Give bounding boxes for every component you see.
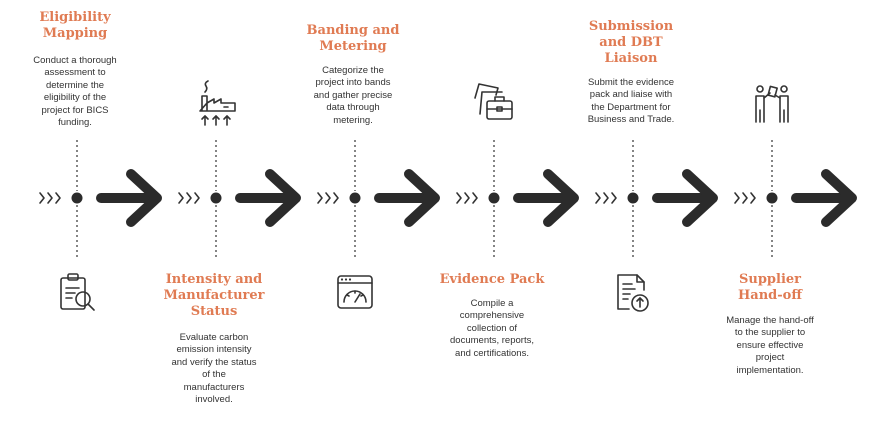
chevrons-icon: [186, 192, 192, 204]
step-2-description: Evaluate carbon emission intensity and v…: [171, 332, 257, 406]
chevrons-icon: [325, 192, 331, 204]
flow-arrow-head-icon: [126, 169, 162, 227]
step-2-title: Intensity and Manufacturer Status: [163, 272, 265, 319]
document-upload-icon: [617, 274, 649, 312]
step-6-description: Manage the hand-off to the supplier to e…: [726, 315, 814, 376]
step-4-description: Compile a comprehensive collection of do…: [450, 298, 534, 359]
chevrons-icon: [317, 192, 323, 204]
chevrons-icon: [595, 192, 601, 204]
node-dot: [210, 192, 222, 204]
step-3-description: Categorize the project into bands and ga…: [313, 65, 393, 126]
node-dot: [349, 192, 361, 204]
clipboard-search-icon: [60, 273, 95, 311]
step-6-title: Supplier Hand-off: [738, 272, 802, 303]
step-1-title: Eligibility Mapping: [39, 10, 111, 41]
meter-gauge-icon: [337, 275, 373, 309]
process-step-5: [595, 140, 718, 312]
step-4-title: Evidence Pack: [439, 272, 545, 287]
process-step-3: [317, 140, 440, 309]
chevrons-icon: [456, 192, 462, 204]
process-step-1: [39, 140, 162, 311]
process-step-2: [178, 80, 301, 258]
chevrons-icon: [611, 192, 617, 204]
flow-arrow-head-icon: [821, 169, 857, 227]
factory-emissions-icon: [199, 80, 236, 126]
chevrons-icon: [333, 192, 339, 204]
chevrons-icon: [742, 192, 748, 204]
chevrons-icon: [464, 192, 470, 204]
flow-arrow-head-icon: [682, 169, 718, 227]
flow-arrow-head-icon: [265, 169, 301, 227]
process-step-6: [734, 85, 857, 258]
step-3-title: Banding and Metering: [306, 23, 400, 54]
chevrons-icon: [194, 192, 200, 204]
flow-arrow-head-icon: [543, 169, 579, 227]
step-1-description: Conduct a thorough assessment to determi…: [33, 55, 117, 129]
node-dot: [488, 192, 500, 204]
handoff-people-icon: [755, 85, 789, 123]
chevrons-icon: [750, 192, 756, 204]
evidence-portfolio-icon: [474, 83, 513, 120]
node-dot: [627, 192, 639, 204]
step-5-title: Submission and DBT Liaison: [588, 19, 674, 66]
chevrons-icon: [734, 192, 740, 204]
chevrons-icon: [55, 192, 61, 204]
chevrons-icon: [603, 192, 609, 204]
process-step-4: [456, 83, 579, 258]
node-dot: [71, 192, 83, 204]
chevrons-icon: [178, 192, 184, 204]
chevrons-icon: [472, 192, 478, 204]
step-5-description: Submit the evidence pack and liaise with…: [587, 77, 675, 126]
chevrons-icon: [47, 192, 53, 204]
chevrons-icon: [39, 192, 45, 204]
flow-arrow-head-icon: [404, 169, 440, 227]
node-dot: [766, 192, 778, 204]
